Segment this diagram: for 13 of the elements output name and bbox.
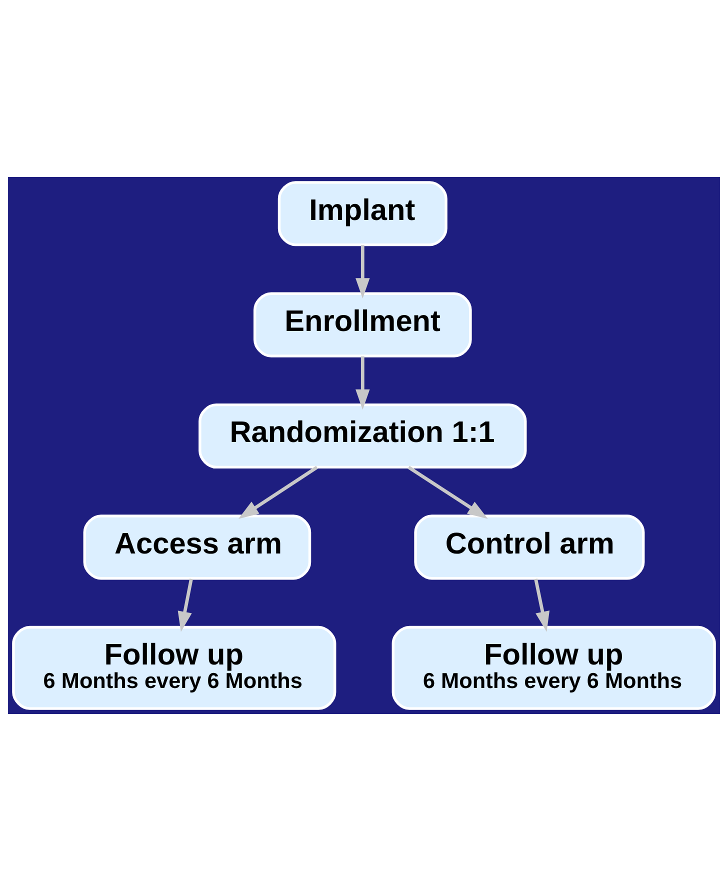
arrow	[356, 356, 370, 410]
arrow	[534, 578, 550, 632]
arrow	[178, 578, 193, 632]
node-box: Control arm	[414, 514, 645, 580]
node-box: Implant	[278, 180, 448, 246]
arrow	[356, 244, 370, 298]
node-box: Follow up 6 Months every 6 Months	[12, 625, 336, 710]
arrow	[238, 465, 318, 518]
node-box: Access arm	[83, 514, 312, 580]
node-box: Randomization 1:1	[198, 402, 527, 468]
node-box: Enrollment	[253, 292, 472, 357]
node-box: Follow up 6 Months every 6 Months	[392, 625, 716, 710]
arrow	[408, 465, 488, 518]
